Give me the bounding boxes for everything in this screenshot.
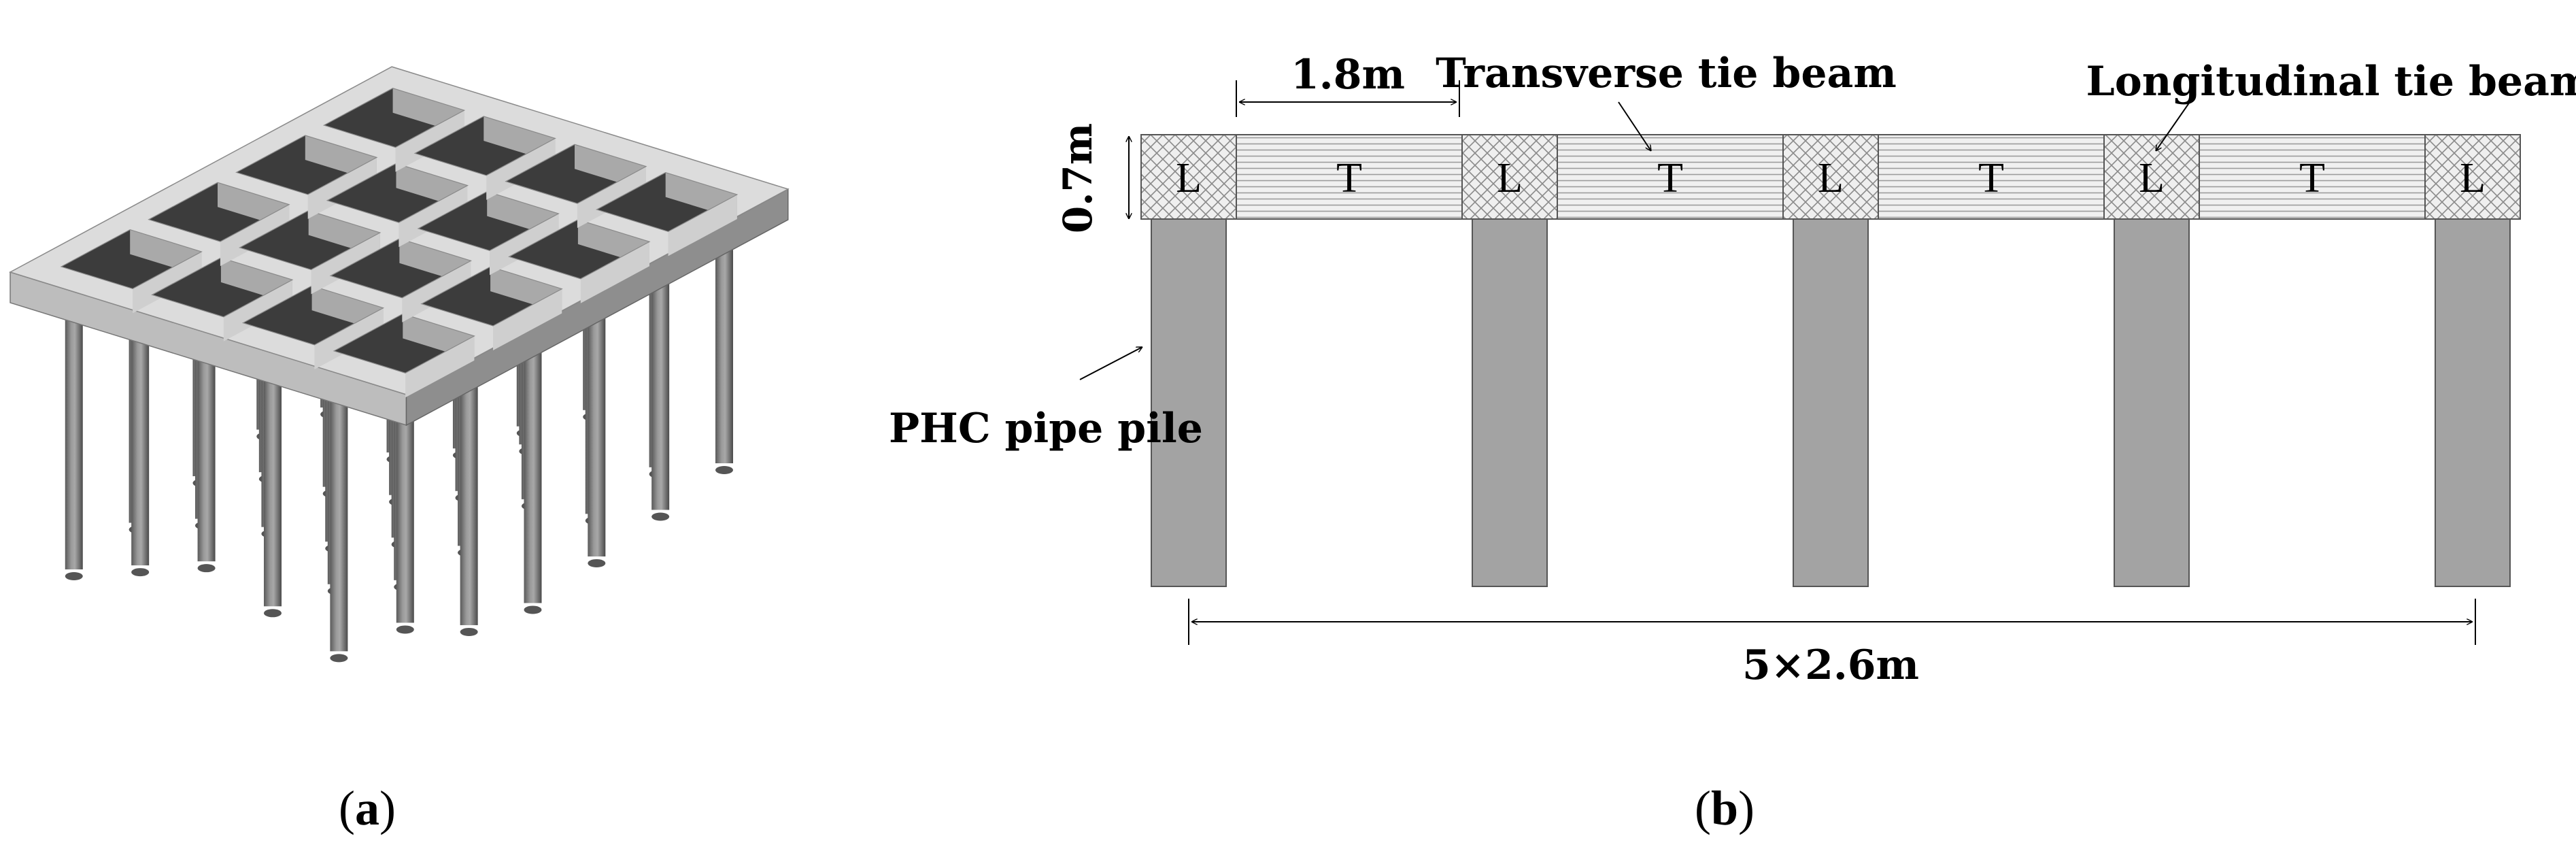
pile-columns bbox=[1151, 218, 2511, 587]
grid-opening bbox=[151, 257, 294, 342]
longitudinal-beam-segment bbox=[1782, 134, 1879, 220]
longitudinal-leader-arrow bbox=[2156, 101, 2190, 151]
caption-b: (b) bbox=[1695, 781, 1755, 835]
beam-segment-label: L bbox=[2460, 155, 2486, 201]
pile-3d bbox=[651, 254, 670, 521]
dimension-width-label: 1.8m bbox=[1291, 51, 1405, 99]
transverse-leader-arrow bbox=[1618, 101, 1651, 151]
grid-opening bbox=[508, 219, 651, 303]
grid-opening bbox=[60, 229, 203, 314]
grid-opening bbox=[420, 266, 563, 350]
total-span-label: 5×2.6m bbox=[1742, 642, 1919, 689]
pile-3d bbox=[197, 330, 216, 573]
phc-pipe-pile-label: PHC pipe pile bbox=[889, 405, 1203, 452]
dimension-1-8m bbox=[1236, 80, 1460, 117]
grid-opening bbox=[238, 210, 382, 295]
dimension-height-label: 0.7m bbox=[1055, 123, 1101, 233]
pile-3d bbox=[263, 350, 282, 618]
transverse-beam-segment bbox=[1557, 134, 1784, 220]
grid-opening bbox=[329, 238, 473, 322]
transverse-beam-segment bbox=[1878, 134, 2105, 220]
pile-3d bbox=[65, 289, 83, 580]
longitudinal-tie-beam-label: Longitudinal tie beam bbox=[2086, 58, 2576, 105]
beam-segment-label: L bbox=[1176, 155, 1202, 201]
longitudinal-beam-segment bbox=[2103, 134, 2200, 220]
beam-segment-label: L bbox=[1497, 155, 1523, 201]
pile-3d bbox=[715, 220, 733, 474]
longitudinal-beam-segment bbox=[1140, 134, 1237, 220]
transverse-tie-beam-label: Transverse tie beam bbox=[1436, 50, 1897, 97]
phc-pile-column bbox=[1472, 218, 1548, 587]
phc-pile-column bbox=[1793, 218, 1869, 587]
beam-segment-label: T bbox=[1336, 155, 1362, 201]
phc-pile-column bbox=[1151, 218, 1227, 587]
phc-pile-column bbox=[2114, 218, 2190, 587]
transverse-beam-segment bbox=[2199, 134, 2426, 220]
beam-segment-label: T bbox=[1978, 155, 2004, 201]
grid-opening bbox=[235, 135, 378, 219]
panel-a-isometric-view bbox=[9, 66, 790, 663]
grid-opening bbox=[417, 190, 560, 276]
phc-pile-column bbox=[2435, 218, 2511, 587]
longitudinal-beam-segment bbox=[1461, 134, 1558, 220]
pile-3d bbox=[524, 322, 542, 614]
pile-3d bbox=[330, 371, 348, 663]
beam-segment-label: L bbox=[1818, 155, 1844, 201]
beam-segment-label: L bbox=[2139, 155, 2165, 201]
longitudinal-beam-segment bbox=[2424, 134, 2521, 220]
pile-3d bbox=[588, 288, 606, 567]
grid-opening bbox=[595, 171, 739, 256]
pile-leader-arrow bbox=[1079, 346, 1142, 380]
pile-3d bbox=[131, 310, 150, 577]
grid-opening bbox=[322, 88, 466, 172]
dimension-total-span bbox=[1188, 599, 2476, 645]
grid-opening bbox=[148, 182, 290, 267]
pile-3d bbox=[396, 391, 414, 634]
pile-3d bbox=[460, 356, 478, 636]
caption-a: (a) bbox=[339, 781, 396, 835]
grid-opening bbox=[413, 116, 556, 200]
beam-segment-label: T bbox=[2299, 155, 2325, 201]
grid-slab-3d bbox=[9, 66, 790, 427]
grid-opening bbox=[241, 285, 385, 369]
grid-opening bbox=[326, 163, 469, 248]
beam-segment-label: T bbox=[1657, 155, 1683, 201]
grid-opening bbox=[333, 313, 475, 398]
grid-opening bbox=[505, 144, 647, 229]
